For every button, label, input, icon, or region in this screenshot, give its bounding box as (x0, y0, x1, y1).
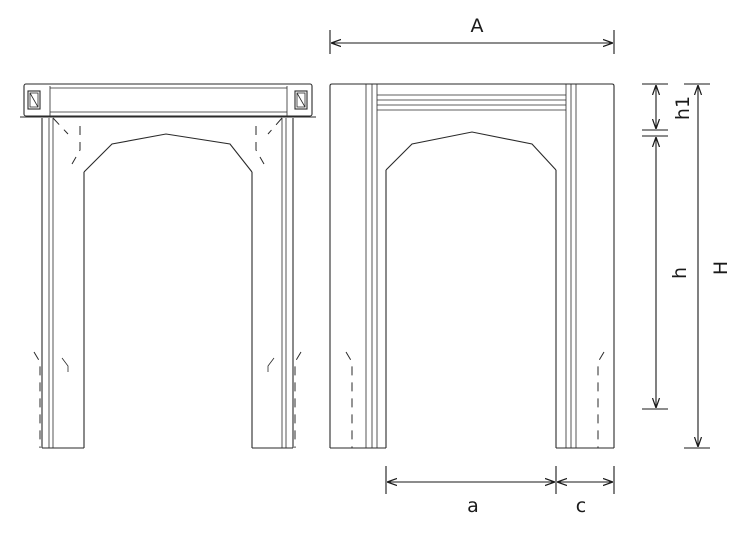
dimension-H-label: H (710, 261, 732, 275)
right-view-arch (385, 131, 557, 171)
left-front-view (20, 83, 316, 449)
right-corbel-block (294, 90, 308, 110)
right-inner-dash (255, 126, 265, 165)
head-rails (377, 94, 566, 111)
left-spandrel-dash (52, 117, 69, 135)
right-leg-dash (597, 351, 605, 448)
outer-frame (329, 83, 615, 448)
left-fluting (365, 84, 378, 448)
left-inner-dash (71, 126, 81, 165)
left-corbel-block (27, 90, 41, 110)
right-dimensioned-view: A a c h1 h (329, 15, 732, 517)
dimension-a: a (385, 466, 557, 517)
left-leg (33, 118, 85, 449)
left-view-arch (83, 133, 253, 173)
dimension-h: h (642, 135, 691, 410)
dimension-A: A (329, 15, 615, 54)
right-spandrel-dash (267, 117, 283, 135)
right-fluting (565, 84, 577, 448)
dimension-H: H (684, 83, 732, 449)
dimension-a-label: a (467, 495, 479, 517)
dimension-A-label: A (471, 15, 484, 37)
mantel-shelf (23, 83, 313, 117)
left-leg-dash (345, 351, 353, 448)
right-leg (251, 118, 302, 449)
dimension-h1: h1 (642, 83, 694, 131)
dimension-c-label: c (576, 495, 586, 517)
dimension-h1-label: h1 (672, 96, 694, 120)
dimension-h-label: h (669, 267, 691, 279)
dimension-c: c (558, 466, 615, 517)
